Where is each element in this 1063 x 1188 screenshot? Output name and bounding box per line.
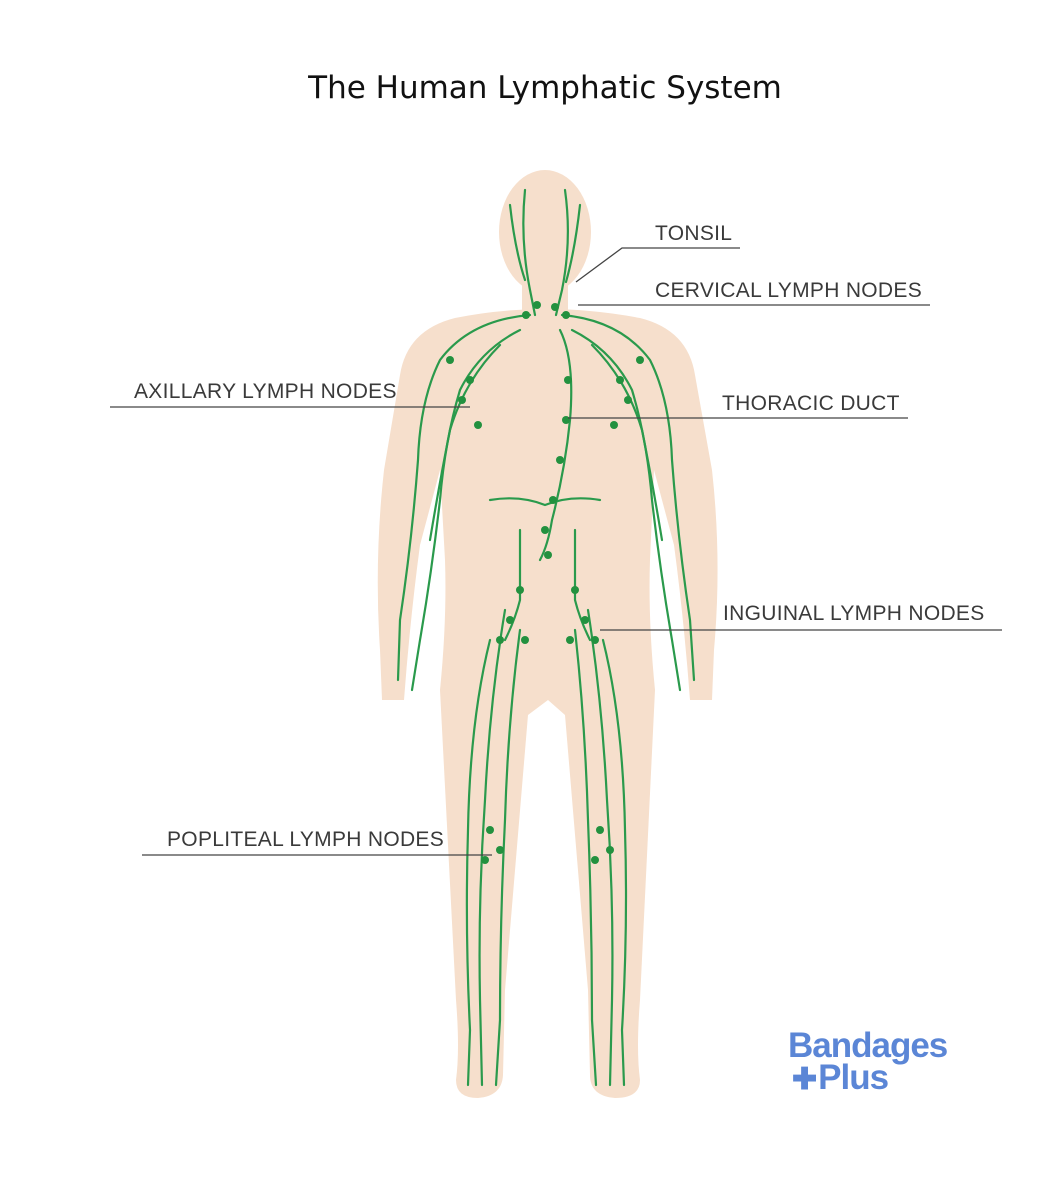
diagram-title: The Human Lymphatic System xyxy=(308,70,782,106)
label-axillary-lymph-nodes: AXILLARY LYMPH NODES xyxy=(134,380,397,403)
label-lines xyxy=(110,247,1002,856)
logo-line2: Plus xyxy=(818,1058,889,1097)
body-silhouette xyxy=(377,170,718,1098)
label-tonsil: TONSIL xyxy=(655,222,733,245)
plus-icon: ✚ xyxy=(792,1063,817,1096)
tonsil-line xyxy=(575,247,740,283)
bandages-plus-logo: Bandages ✚Plus xyxy=(788,1028,948,1096)
label-thoracic-duct: THORACIC DUCT xyxy=(722,392,900,415)
lymph-vessels xyxy=(396,188,696,1087)
label-popliteal-lymph-nodes: POPLITEAL LYMPH NODES xyxy=(167,828,445,851)
label-cervical-lymph-nodes: CERVICAL LYMPH NODES xyxy=(655,279,923,302)
logo-line2-wrap: ✚Plus xyxy=(788,1060,947,1096)
lymph-nodes xyxy=(446,301,644,864)
label-inguinal-lymph-nodes: INGUINAL LYMPH NODES xyxy=(723,602,985,625)
logo-line1: Bandages xyxy=(788,1026,948,1065)
